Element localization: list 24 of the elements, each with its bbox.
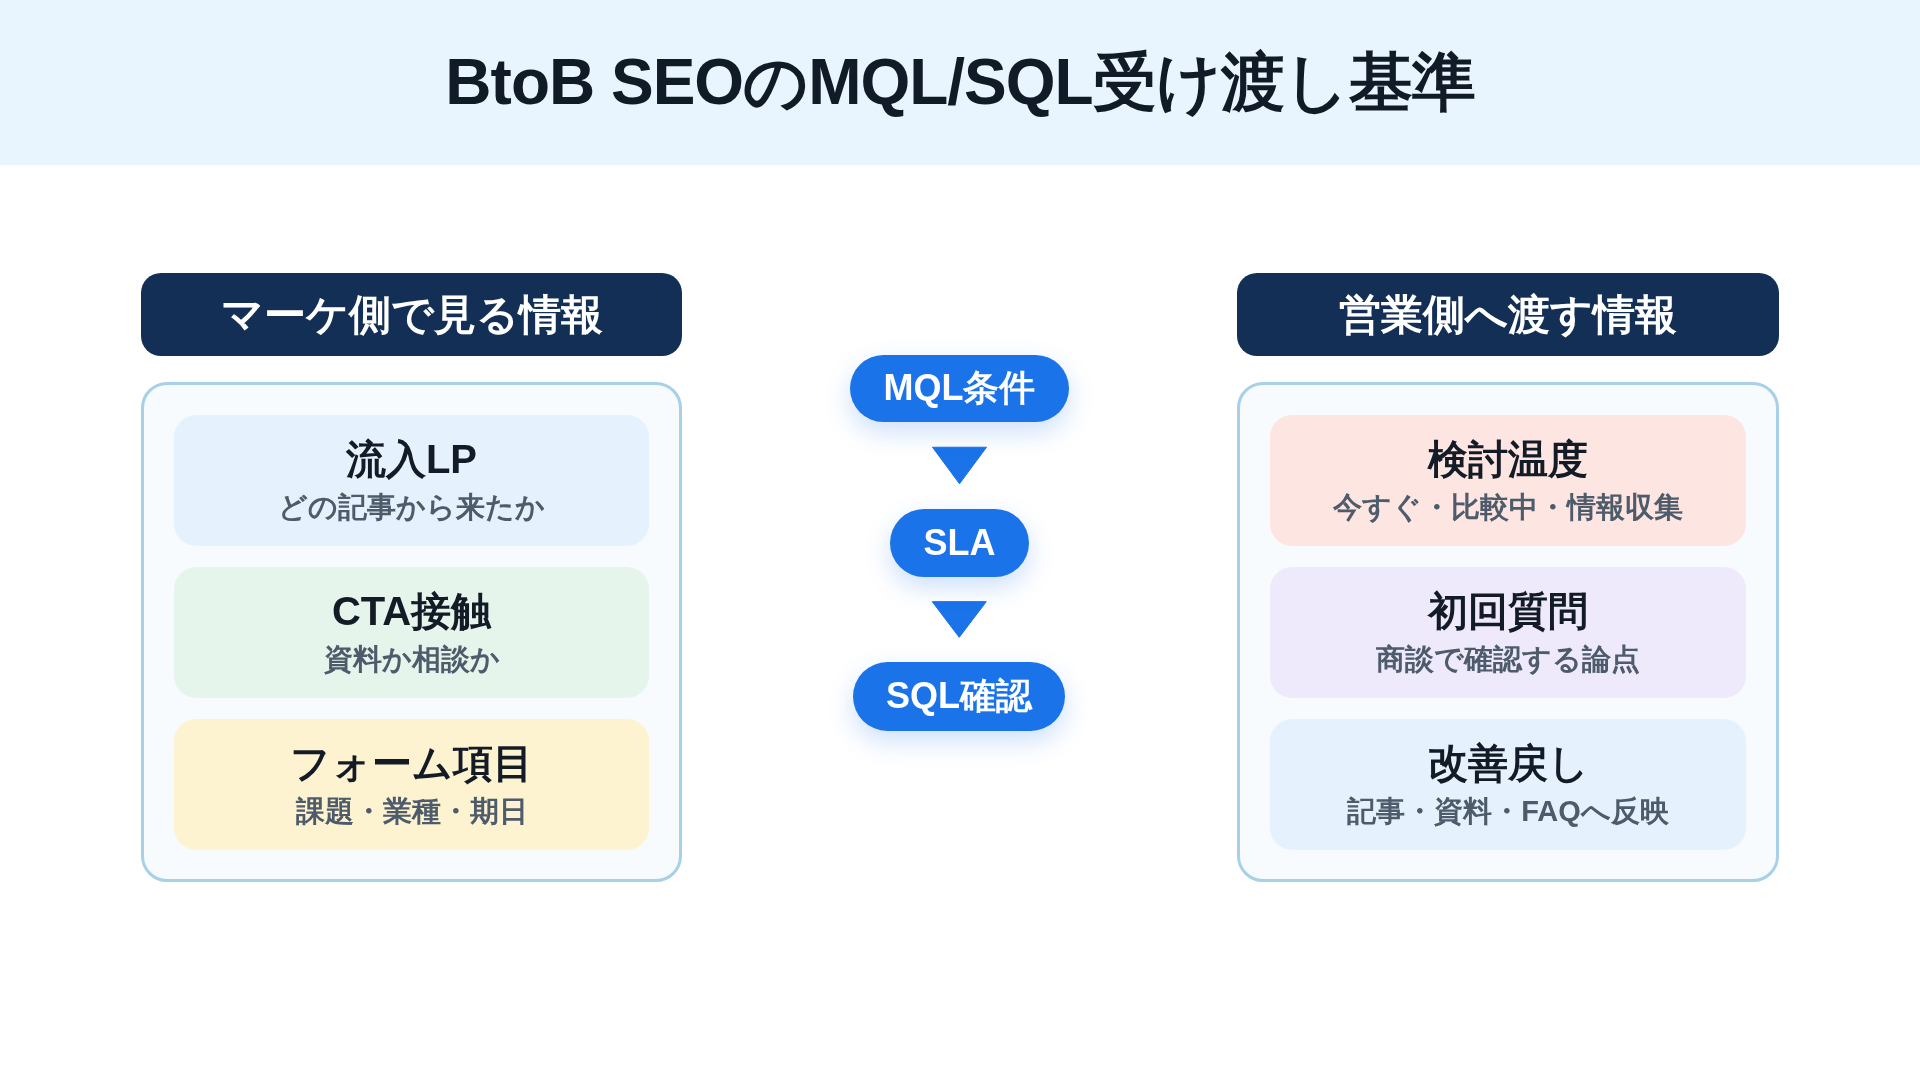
- section-header: マーケ側で見る情報: [141, 273, 682, 356]
- card-title: 改善戻し: [1427, 739, 1589, 787]
- flow-arrow: [931, 601, 987, 638]
- step-pill: SQL確認: [853, 662, 1065, 731]
- info-card: [174, 719, 649, 850]
- card-title: 流入LP: [345, 435, 478, 483]
- card-description: 今すぐ・比較中・情報収集: [1333, 489, 1683, 525]
- card-title: フォーム項目: [290, 739, 533, 787]
- diagram-title: BtoB SEOのMQL/SQL受け渡し基準: [445, 45, 1475, 121]
- card-description: 課題・業種・期日: [295, 793, 528, 829]
- flow-arrow: [932, 446, 987, 485]
- info-card: [1270, 415, 1746, 546]
- card-title: CTA接触: [331, 587, 492, 635]
- section-header: 営業側へ渡す情報: [1237, 273, 1779, 356]
- card-description: 記事・資料・FAQへ反映: [1347, 793, 1669, 829]
- card-title: 検討温度: [1428, 435, 1588, 483]
- card-description: 商談で確認する論点: [1376, 641, 1640, 677]
- card-description: 資料か相談か: [323, 641, 500, 677]
- card-title: 初回質問: [1428, 587, 1588, 635]
- section-panel: [141, 382, 682, 882]
- card-description: どの記事から来たか: [278, 489, 545, 525]
- step-pill: MQL条件: [850, 355, 1069, 422]
- step-pill: SLA: [890, 509, 1029, 577]
- section-panel: [1237, 382, 1779, 882]
